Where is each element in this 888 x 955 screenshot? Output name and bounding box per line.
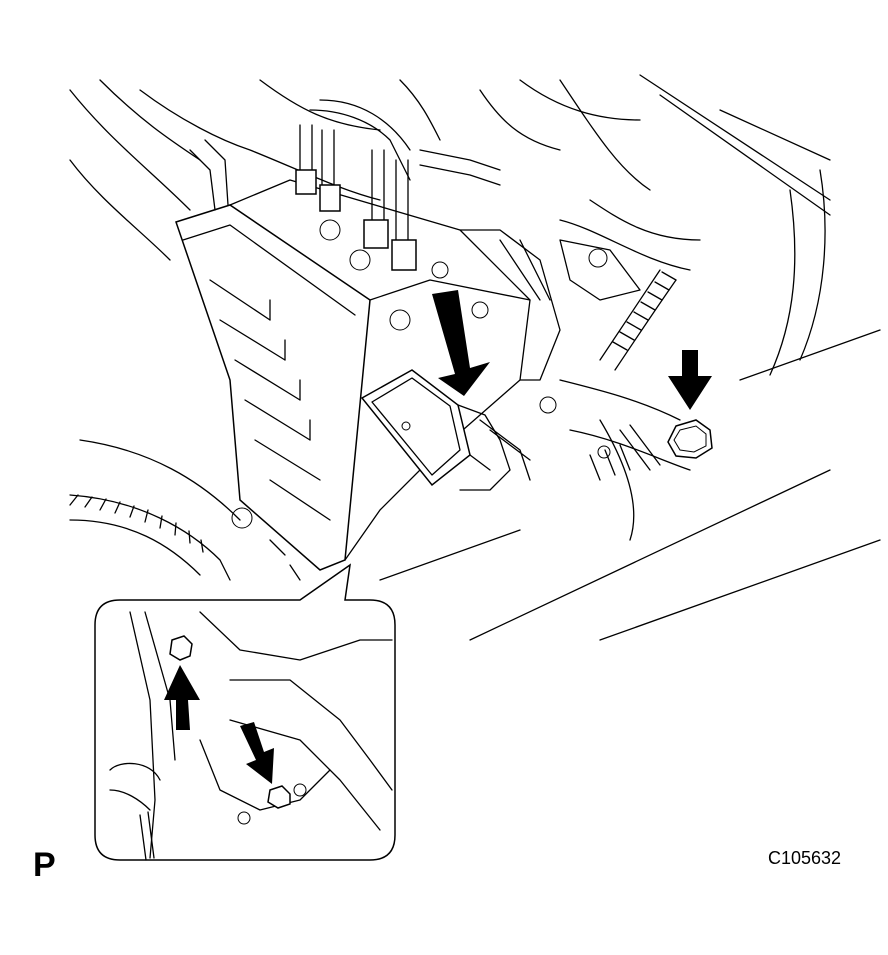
view-marker-label: P <box>33 846 56 884</box>
arrow-inset-nut-down <box>240 722 274 784</box>
arrow-inset-nut-up <box>164 665 200 730</box>
brake-tubes <box>189 99 501 271</box>
corrugated-hose-right <box>589 269 677 481</box>
arrow-connector-push-down <box>432 290 490 396</box>
arrow-bolt-right <box>668 350 712 410</box>
harness-connector <box>360 369 531 491</box>
abs-actuator-body <box>175 179 561 581</box>
detail-inset <box>94 563 396 861</box>
corrugated-hose-left <box>69 439 241 581</box>
mounting-bolt-right <box>667 419 713 459</box>
illustration-code-label: C105632 <box>768 848 842 868</box>
engine-bay-linework <box>69 74 881 641</box>
